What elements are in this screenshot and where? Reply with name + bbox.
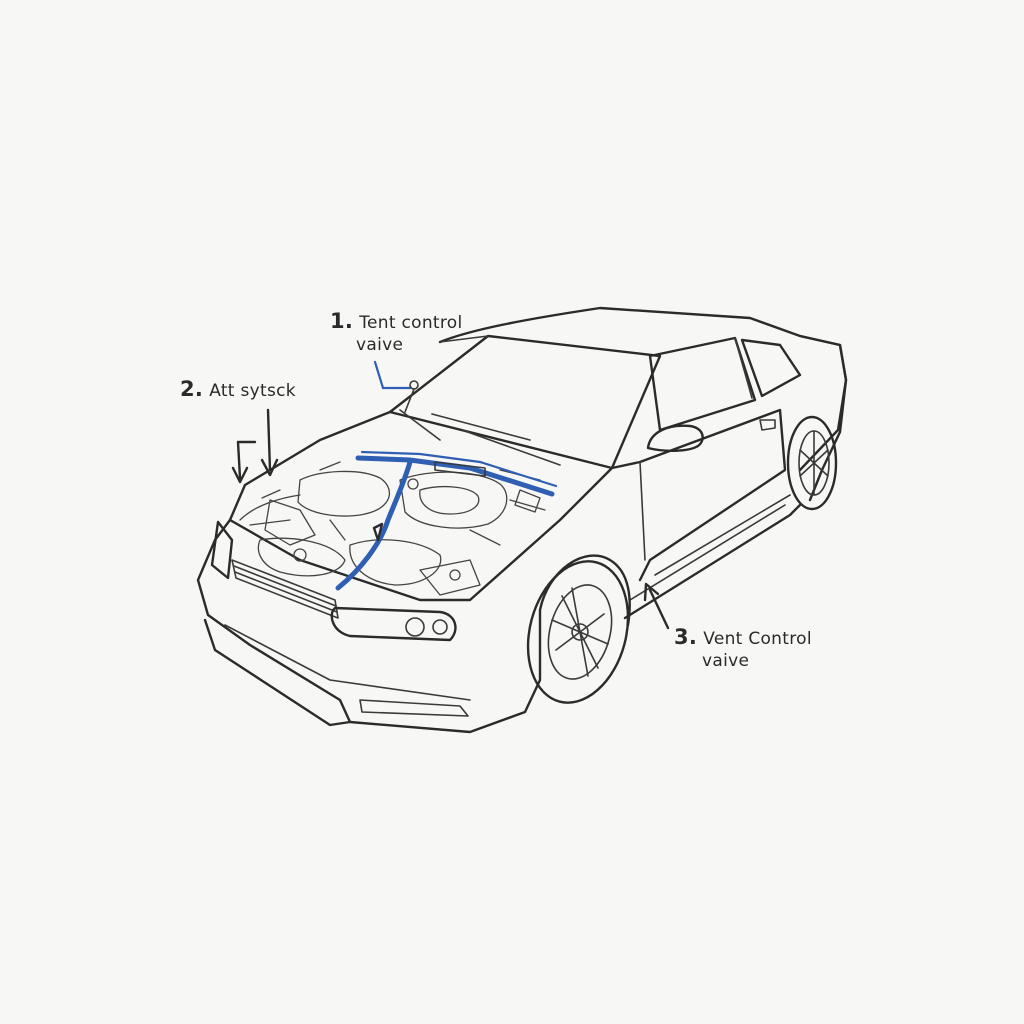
windshield [388,334,662,470]
callout-3-leader [643,582,670,630]
hood-opening [228,410,614,602]
wipers [399,409,561,466]
callout-1-text-line2: vaive [356,335,404,355]
front-side-window [648,336,757,432]
headlight-left [210,520,234,580]
door-outline [610,408,787,582]
headlight-right [330,606,457,642]
callout-1-number: 1. [330,309,354,333]
callout-1-label: 1.Tent control vaive [330,310,463,356]
callout-2-number: 2. [180,377,204,401]
car-roof [438,306,848,472]
rear-side-window [740,338,802,398]
side-sill [623,503,802,620]
grille [231,559,339,619]
front-wheel [526,560,630,704]
vent-hose-main [355,455,555,497]
callout-3-label: 3.Vent Control vaive [674,626,812,672]
vent-hose-branch [335,459,413,591]
front-bumper [196,518,542,734]
callout-1-text-line1: Tent control [359,313,463,333]
callout-1-leader [373,360,412,390]
callout-2-text-line1: Att sytsck [209,381,296,401]
rear-wheel [786,415,838,511]
callout-3-text-line2: vaive [702,651,750,671]
valve-body [434,461,486,477]
engine-arrow [372,522,384,542]
callout-2-label: 2.Att sytsck [180,378,296,402]
callout-2-arrows [231,408,279,484]
callout-3-number: 3. [674,625,698,649]
side-mirror [646,424,704,452]
callout-3-text-line1: Vent Control [703,629,812,649]
